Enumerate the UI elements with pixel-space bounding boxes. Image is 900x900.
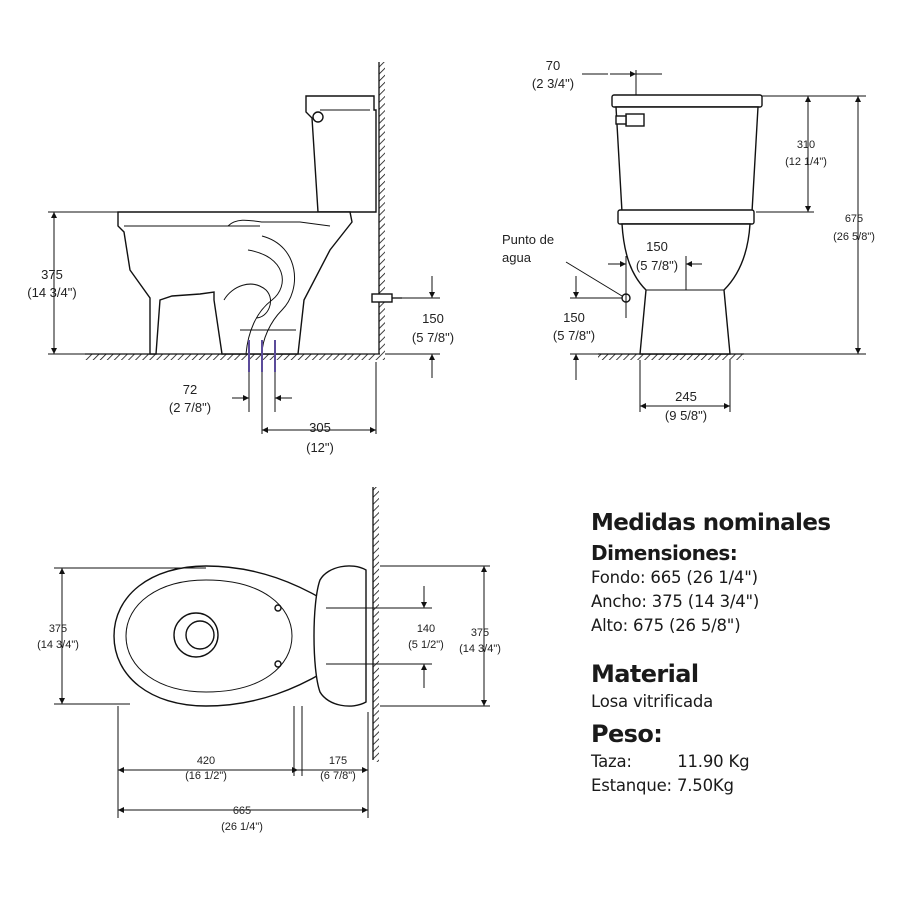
bolts-to-wall-in: (6 7/8"): [320, 770, 356, 782]
wall-hatch: [379, 62, 385, 360]
weight-estanque: Estanque: 7.50Kg: [591, 776, 734, 795]
total-height-in: (26 5/8"): [833, 231, 875, 243]
side-supply-mm: 150: [422, 311, 444, 326]
bolts-to-wall-mm: 175: [329, 755, 347, 767]
side-supply-in: (5 7/8"): [412, 330, 454, 345]
tank-width-mm: 375: [471, 627, 489, 639]
front-view: Punto de agua 70 (2 3/4") 310 (12 1/4") …: [502, 58, 875, 423]
bowl-rim-front: [617, 209, 755, 225]
total-depth-in: (26 1/4"): [221, 821, 263, 833]
tank-height-in: (12 1/4"): [785, 156, 827, 168]
spec-alto: Alto: 675 (26 5/8"): [591, 616, 741, 635]
front-supply-height-in: (5 7/8"): [553, 328, 595, 343]
front-to-bolts-mm: 420: [197, 755, 215, 767]
lever-in: (2 3/4"): [532, 76, 574, 91]
front-to-bolts-in: (16 1/2"): [185, 770, 227, 782]
tank-width-in: (14 3/4"): [459, 643, 501, 655]
top-view: 375 (14 3/4") 140 (5 1/2") 375 (14 3/4")…: [37, 487, 501, 833]
outlet-offset-in: (2 7/8"): [169, 400, 211, 415]
bolt-spacing-mm: 140: [417, 623, 435, 635]
rough-in-in: (12"): [306, 440, 334, 455]
side-height-mm: 375: [41, 267, 63, 282]
side-height-in: (14 3/4"): [27, 285, 76, 300]
front-supply-side-mm: 150: [646, 239, 668, 254]
top-wall-hatch: [373, 487, 379, 762]
water-point-label-2: agua: [502, 250, 532, 265]
material-value: Losa vitrificada: [591, 692, 714, 711]
bolt-spacing-in: (5 1/2"): [408, 639, 444, 651]
tank-side: [305, 95, 377, 213]
specs-panel: Medidas nominales Dimensiones: Fondo: 66…: [591, 506, 891, 798]
bowl-side: [117, 211, 353, 355]
spec-fondo: Fondo: 665 (26 1/4"): [591, 568, 758, 587]
base-width-mm: 245: [675, 389, 697, 404]
total-depth-mm: 665: [233, 805, 251, 817]
weight-taza: Taza: 11.90 Kg: [591, 752, 750, 771]
tank-lid-front: [611, 94, 763, 108]
material-heading: Material: [591, 660, 699, 688]
lever-mm: 70: [546, 58, 560, 73]
front-supply-side-in: (5 7/8"): [636, 258, 678, 273]
weight-heading: Peso:: [591, 720, 663, 748]
spec-ancho: Ancho: 375 (14 3/4"): [591, 592, 760, 611]
base-width-in: (9 5/8"): [665, 408, 707, 423]
front-supply-height-mm: 150: [563, 310, 585, 325]
front-floor-hatch: [598, 354, 744, 360]
side-view: 375 (14 3/4") 72 (2 7/8") 305 (12") 150 …: [27, 62, 454, 455]
floor-hatch: [85, 354, 379, 360]
total-height-mm: 675: [845, 213, 863, 225]
bowl-width-in: (14 3/4"): [37, 639, 79, 651]
specs-title: Medidas nominales: [591, 510, 831, 536]
dimensions-heading: Dimensiones:: [591, 541, 738, 565]
outlet-offset-mm: 72: [183, 382, 197, 397]
rough-in-mm: 305: [309, 420, 331, 435]
water-point-label-1: Punto de: [502, 232, 554, 247]
bowl-width-mm: 375: [49, 623, 67, 635]
tank-height-mm: 310: [797, 139, 815, 151]
tank-top: [313, 565, 367, 707]
